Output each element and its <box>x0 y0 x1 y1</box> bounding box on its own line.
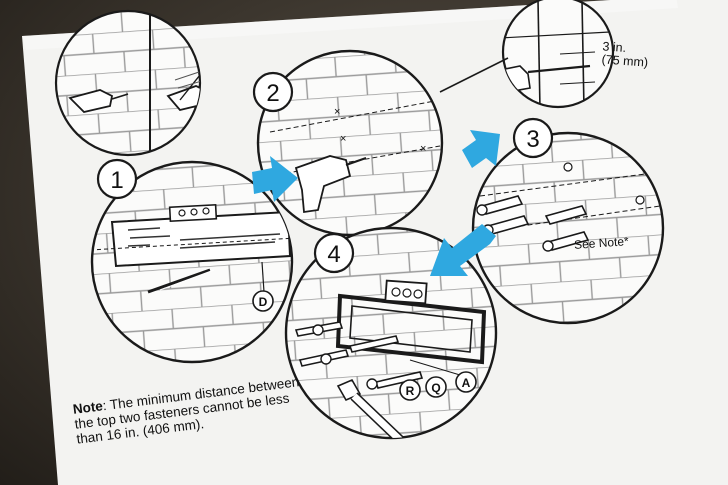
part-a-badge <box>455 371 477 393</box>
part-d-badge <box>252 290 274 312</box>
part-a-label: A <box>462 376 471 390</box>
step-2-number: 2 <box>266 80 279 107</box>
step-1-circle: 1 D <box>90 158 294 364</box>
step-2-badge <box>252 71 294 113</box>
step-3-badge <box>512 117 554 159</box>
step-4-number: 4 <box>327 241 340 268</box>
step-3-number: 3 <box>526 126 539 153</box>
step-3-circle: 3 <box>471 117 665 325</box>
part-d-label: D <box>259 295 268 309</box>
svg-text:×: × <box>334 106 340 118</box>
svg-text:×: × <box>340 133 346 145</box>
depth-detail-circle <box>439 0 615 109</box>
step-1-number: 1 <box>110 167 123 194</box>
step-4-circle: 4 R Q A <box>284 226 498 440</box>
arrow-step-1-to-2 <box>252 156 298 202</box>
part-r-badge <box>399 379 421 401</box>
part-q-label: Q <box>431 381 440 395</box>
part-q-badge <box>425 376 447 398</box>
svg-text:×: × <box>420 143 426 155</box>
depth-dimension-label: 3 in. (75 mm) <box>601 39 649 69</box>
arrow-step-2-to-3 <box>462 130 500 168</box>
part-r-label: R <box>406 384 415 398</box>
step-4-badge <box>313 232 355 274</box>
arrow-step-3-to-4 <box>430 224 496 276</box>
drill-detail-circle <box>54 9 202 157</box>
step-2-circle: × × × 2 <box>252 49 444 237</box>
step-1-badge <box>96 158 138 200</box>
